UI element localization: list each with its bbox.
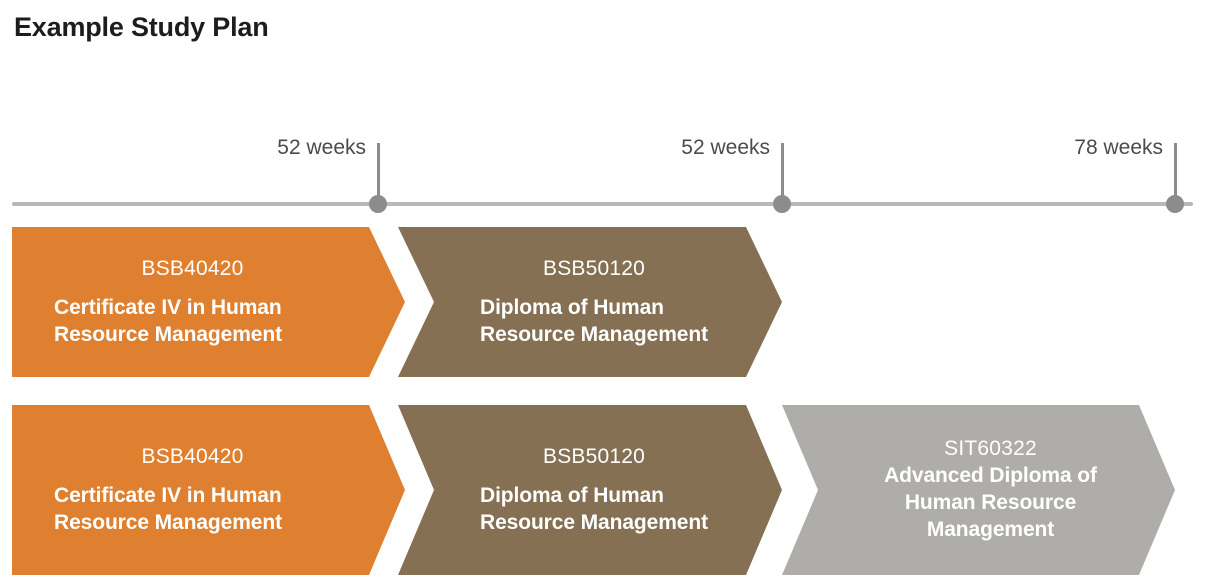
qualification-title: Advanced Diploma of Human Resource Manag… [884, 464, 1097, 542]
timeline: 52 weeks 52 weeks 78 weeks [0, 130, 1205, 220]
timeline-marker-label: 78 weeks [1074, 136, 1163, 159]
qualification-title: Diploma of Human Resource Management [480, 483, 709, 534]
qualification-code: BSB40420 [141, 256, 244, 280]
timeline-marker-dot [1166, 195, 1184, 213]
timeline-marker-dot [773, 195, 791, 213]
qualification-code: SIT60322 [944, 437, 1037, 461]
qualification-title: Diploma of Human Resource Management [480, 295, 709, 346]
timeline-axis [12, 202, 1193, 206]
qualification-code: BSB50120 [542, 444, 646, 468]
timeline-marker-tick [1174, 143, 1177, 205]
timeline-marker-label: 52 weeks [681, 136, 770, 159]
page-title: Example Study Plan [14, 12, 269, 42]
timeline-marker-tick [377, 143, 380, 205]
qualification-title: Certificate IV in Human Resource Managem… [54, 295, 283, 346]
timeline-marker-dot [369, 195, 387, 213]
timeline-marker-tick [781, 143, 784, 205]
timeline-marker-label: 52 weeks [277, 136, 366, 159]
qualification-title: Certificate IV in Human Resource Managem… [54, 483, 283, 534]
qualification-code: BSB50120 [542, 256, 646, 280]
qualification-code: BSB40420 [141, 444, 244, 468]
